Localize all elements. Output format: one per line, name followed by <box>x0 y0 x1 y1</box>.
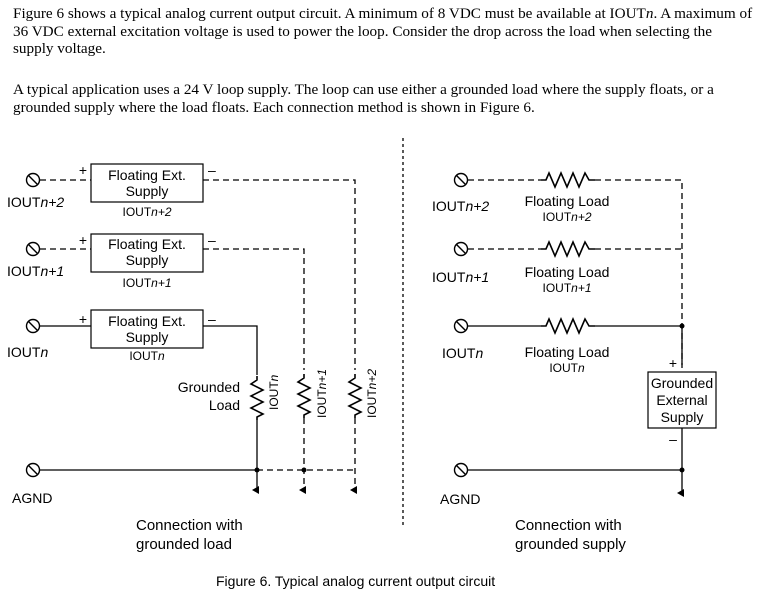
load-sub-label: IOUTn+1 <box>542 281 591 295</box>
grounded-load-label: Grounded <box>178 379 240 395</box>
terminal-label: IOUTn+2 <box>7 194 64 210</box>
agnd-label: AGND <box>12 490 52 506</box>
supply-label: Supply <box>126 183 169 199</box>
floating-supply-box <box>90 163 204 203</box>
floating-load-resistor-icon <box>540 241 596 257</box>
terminal-iout-n1-icon <box>453 241 469 257</box>
right-diagram-caption: Connection with <box>515 517 622 534</box>
load-label: Floating Load <box>525 264 610 280</box>
load-sub-label: IOUTn <box>549 361 585 375</box>
intro-paragraph: Figure 6 shows a typical analog current … <box>13 5 753 57</box>
load-sub-label: IOUTn+2 <box>542 210 591 224</box>
resistor-label: IOUTn+2 <box>365 369 379 418</box>
terminal-iout-n2-icon <box>25 172 41 188</box>
left-diagram-caption: Connection with <box>136 517 243 534</box>
grounded-external-supply-box <box>647 371 717 429</box>
supply-label: Floating Ext. <box>108 236 186 252</box>
supply-sub-label: IOUTn <box>129 349 165 363</box>
plus-sign: + <box>79 232 87 248</box>
load-label: Floating Load <box>525 344 610 360</box>
supply-sub-label: IOUTn+1 <box>122 276 171 290</box>
terminal-agnd-icon <box>25 462 41 478</box>
minus-sign: – <box>208 232 216 248</box>
minus-sign: – <box>208 162 216 178</box>
terminal-label: IOUTn <box>7 344 48 360</box>
floating-supply-box <box>90 309 204 349</box>
plus-sign: + <box>79 162 87 178</box>
minus-sign: – <box>208 311 216 327</box>
terminal-label: IOUTn+1 <box>7 263 64 279</box>
resistor-label: IOUTn <box>267 374 281 410</box>
supply-label: Supply <box>126 329 169 345</box>
resistor-label: IOUTn+1 <box>315 369 329 418</box>
terminal-label: IOUTn <box>442 345 483 361</box>
supply-label: Supply <box>126 252 169 268</box>
terminal-agnd-icon <box>453 462 469 478</box>
floating-load-resistor-icon <box>540 172 596 188</box>
right-diagram-caption: grounded supply <box>515 536 626 553</box>
grounded-load-diagram: IOUTn+2 IOUTn+1 IOUTn AGND Floating Ext.… <box>7 162 379 553</box>
supply-label: Floating Ext. <box>108 313 186 329</box>
plus-sign: + <box>669 355 677 371</box>
floating-supply-box <box>90 233 204 273</box>
grounded-load-resistor-icon <box>250 375 264 421</box>
grounded-load-label: Load <box>209 397 240 413</box>
agnd-label: AGND <box>440 491 480 507</box>
application-paragraph: A typical application uses a 24 V loop s… <box>13 81 714 116</box>
terminal-iout-n2-icon <box>453 172 469 188</box>
terminal-iout-n-icon <box>25 318 41 334</box>
supply-label: Supply <box>661 409 704 425</box>
terminal-iout-n1-icon <box>25 241 41 257</box>
load-label: Floating Load <box>525 193 610 209</box>
figure-caption: Figure 6. Typical analog current output … <box>216 573 495 589</box>
minus-sign: – <box>669 431 677 447</box>
grounded-load-resistor-icon <box>297 373 311 419</box>
grounded-supply-diagram: IOUTn+2 IOUTn+1 IOUTn AGND Floating Load… <box>432 172 717 553</box>
supply-label: Floating Ext. <box>108 167 186 183</box>
terminal-iout-n-icon <box>453 318 469 334</box>
supply-label: External <box>656 392 707 408</box>
terminal-label: IOUTn+1 <box>432 269 489 285</box>
floating-load-resistor-icon <box>540 318 596 334</box>
plus-sign: + <box>79 311 87 327</box>
supply-sub-label: IOUTn+2 <box>122 205 171 219</box>
supply-label: Grounded <box>651 375 713 391</box>
grounded-load-resistor-icon <box>348 373 362 419</box>
left-diagram-caption: grounded load <box>136 536 232 553</box>
terminal-label: IOUTn+2 <box>432 198 489 214</box>
